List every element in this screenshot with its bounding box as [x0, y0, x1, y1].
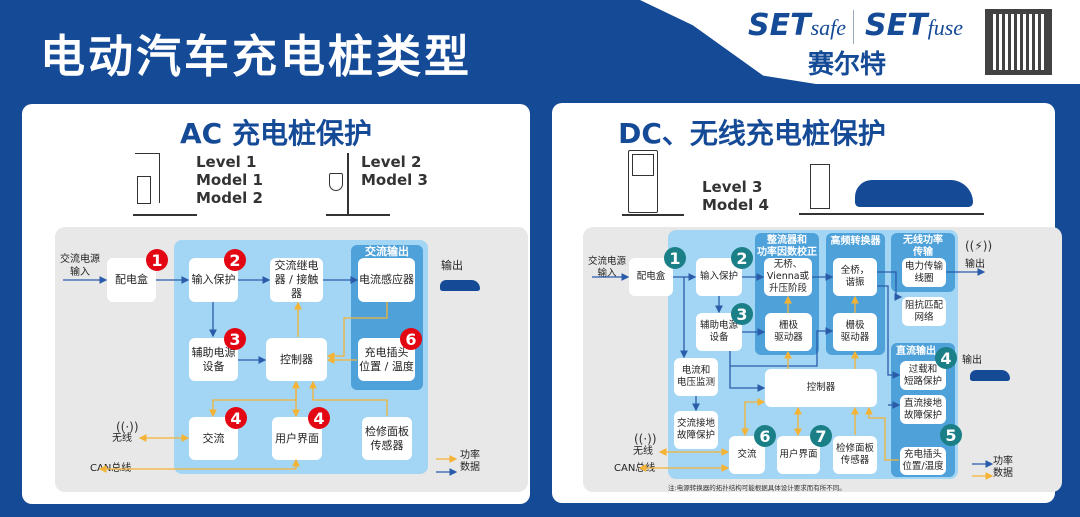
dc-service-panel: 检修面板 传感器	[833, 436, 877, 474]
badge-1: 1	[146, 249, 168, 271]
logo-setsafe: SETsafe	[748, 8, 847, 43]
dc-output-dc: 输出	[962, 355, 982, 366]
badge-1: 1	[664, 247, 686, 269]
dc-coil: 电力传输 线圈	[902, 258, 946, 287]
dc-controller: 控制器	[765, 369, 877, 407]
dc-level: Level 3 Model 4	[702, 178, 769, 214]
wifi-icon: ((·))	[116, 420, 139, 434]
ground-line	[622, 214, 684, 216]
dc-dc-gfp: 直流接地 故障保护	[900, 395, 946, 424]
ac-charger-l2-icon	[329, 173, 343, 191]
badge-5: 5	[940, 424, 962, 446]
dc-gate-driver-2: 栅极 驱动器	[833, 313, 877, 351]
dc-gate-driver-1: 栅极 驱动器	[765, 313, 812, 351]
brand-name: 赛尔特	[808, 50, 887, 80]
plug-box-icon	[137, 176, 151, 204]
ac-level-a: Level 1 Model 1 Model 2	[196, 153, 263, 207]
wireless-label: 无线	[112, 433, 132, 444]
ac-output-label: 交流输出	[365, 245, 409, 258]
ac-title: AC 充电桩保护	[180, 117, 372, 150]
page-title: 电动汽车充电桩类型	[40, 30, 473, 83]
badge-4: 4	[935, 347, 957, 369]
dc-impedance: 阻抗匹配 网络	[902, 297, 946, 326]
dcout-label: 直流输出	[896, 346, 936, 357]
badge-6: 6	[400, 328, 422, 350]
car-icon	[440, 280, 480, 291]
can-bus-label: CAN总线	[614, 463, 656, 474]
dc-plug-sensor: 充电插头 位置/温度	[900, 447, 946, 475]
ground-line	[799, 213, 984, 215]
qr-code-icon[interactable]	[983, 7, 1054, 77]
wireless-label: 无线	[633, 446, 653, 457]
dc-note: 注:电源转换器的拓扑结构可能根据具体设计要求而有所不同。	[668, 484, 846, 492]
can-bus-label: CAN总线	[90, 463, 132, 474]
car-icon	[855, 180, 973, 207]
dc-title: DC、无线充电桩保护	[618, 117, 886, 150]
dc-fullbridge: 全桥， 谐振	[833, 258, 877, 296]
badge-7: 7	[810, 425, 832, 447]
ac-output-text: 输出	[441, 259, 463, 272]
pole-line	[347, 153, 349, 214]
ground-line	[326, 214, 390, 216]
dc-ac-gfp: 交流接地 故障保护	[674, 411, 718, 449]
charger-screen-icon	[632, 154, 654, 176]
badge-4b: 4	[308, 407, 330, 429]
ac-input-protection: 输入保护	[189, 258, 238, 302]
logo-setfuse: SETfuse	[865, 8, 964, 43]
badge-2: 2	[224, 249, 246, 271]
dc-charger-icon	[628, 150, 658, 213]
badge-2: 2	[731, 247, 753, 269]
dc-monitor: 电流和 电压监测	[674, 358, 718, 396]
ac-controller: 控制器	[266, 338, 327, 381]
wpt-label: 无线功率 传输	[903, 235, 943, 258]
dc-vienna: 无桥、 Vienna或 升压阶段	[764, 258, 812, 296]
ac-current-sensor: 电流感应器	[358, 258, 415, 302]
pfc-label: 整流器和 功率因数校正	[757, 235, 817, 258]
dc-output-wireless: 输出	[965, 259, 985, 270]
ground-line	[133, 214, 197, 216]
wireless-power-icon: ((⚡))	[965, 239, 993, 253]
legend-data: 数据	[993, 468, 1013, 479]
legend-power: 功率	[460, 450, 480, 461]
logo-divider	[853, 10, 854, 44]
ac-relay: 交流继电 器 / 接触器	[270, 258, 323, 302]
legend-power: 功率	[993, 456, 1013, 467]
ac-level-b: Level 2 Model 3	[361, 153, 428, 189]
badge-6: 6	[754, 425, 776, 447]
car-icon	[970, 370, 1010, 381]
wireless-charger-icon	[810, 164, 830, 209]
dc-input-label: 交流电源 输入	[588, 256, 627, 279]
badge-4: 4	[225, 407, 247, 429]
ac-charger-l1-icon	[135, 153, 160, 203]
badge-3: 3	[224, 328, 246, 350]
wifi-icon: ((·))	[634, 432, 657, 446]
ac-input-label: 交流电源 输入	[60, 254, 100, 278]
ac-service-panel: 检修面板 传感器	[362, 417, 412, 460]
hf-label: 高频转换器	[830, 236, 881, 247]
badge-3: 3	[731, 303, 753, 325]
legend-data: 数据	[460, 462, 480, 473]
